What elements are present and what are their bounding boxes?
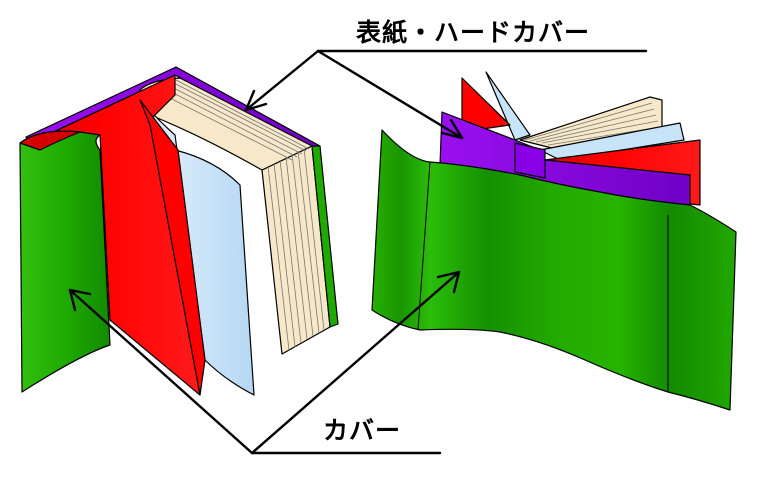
right-spine-purple — [514, 142, 546, 179]
leader-top-right — [316, 49, 464, 140]
right-endpaper-back — [485, 71, 531, 141]
left-book — [19, 66, 339, 396]
leader-lines — [68, 49, 648, 455]
right-cover-folds — [417, 161, 669, 392]
left-board-red-flap — [139, 99, 206, 396]
left-cover-curl — [19, 130, 81, 151]
arrowhead-bottom-right — [436, 270, 461, 294]
right-book — [371, 71, 737, 411]
left-page-lines — [149, 78, 325, 351]
left-cover-green — [19, 130, 111, 393]
right-cover-green — [371, 129, 737, 411]
left-cover-right-strip — [311, 145, 339, 328]
right-endpaper-front — [539, 122, 685, 161]
leader-bottom-right — [250, 270, 461, 455]
label-hardcover: 表紙・ハードカバー — [356, 18, 591, 47]
label-cover: カバー — [323, 416, 402, 445]
arrowhead-bottom-left — [68, 288, 92, 312]
arrowhead-top-right — [440, 118, 464, 140]
arrowhead-top-left — [244, 89, 268, 112]
leader-bottom-left — [68, 288, 254, 455]
left-pages-top — [139, 77, 313, 171]
leader-top-left — [244, 49, 320, 112]
